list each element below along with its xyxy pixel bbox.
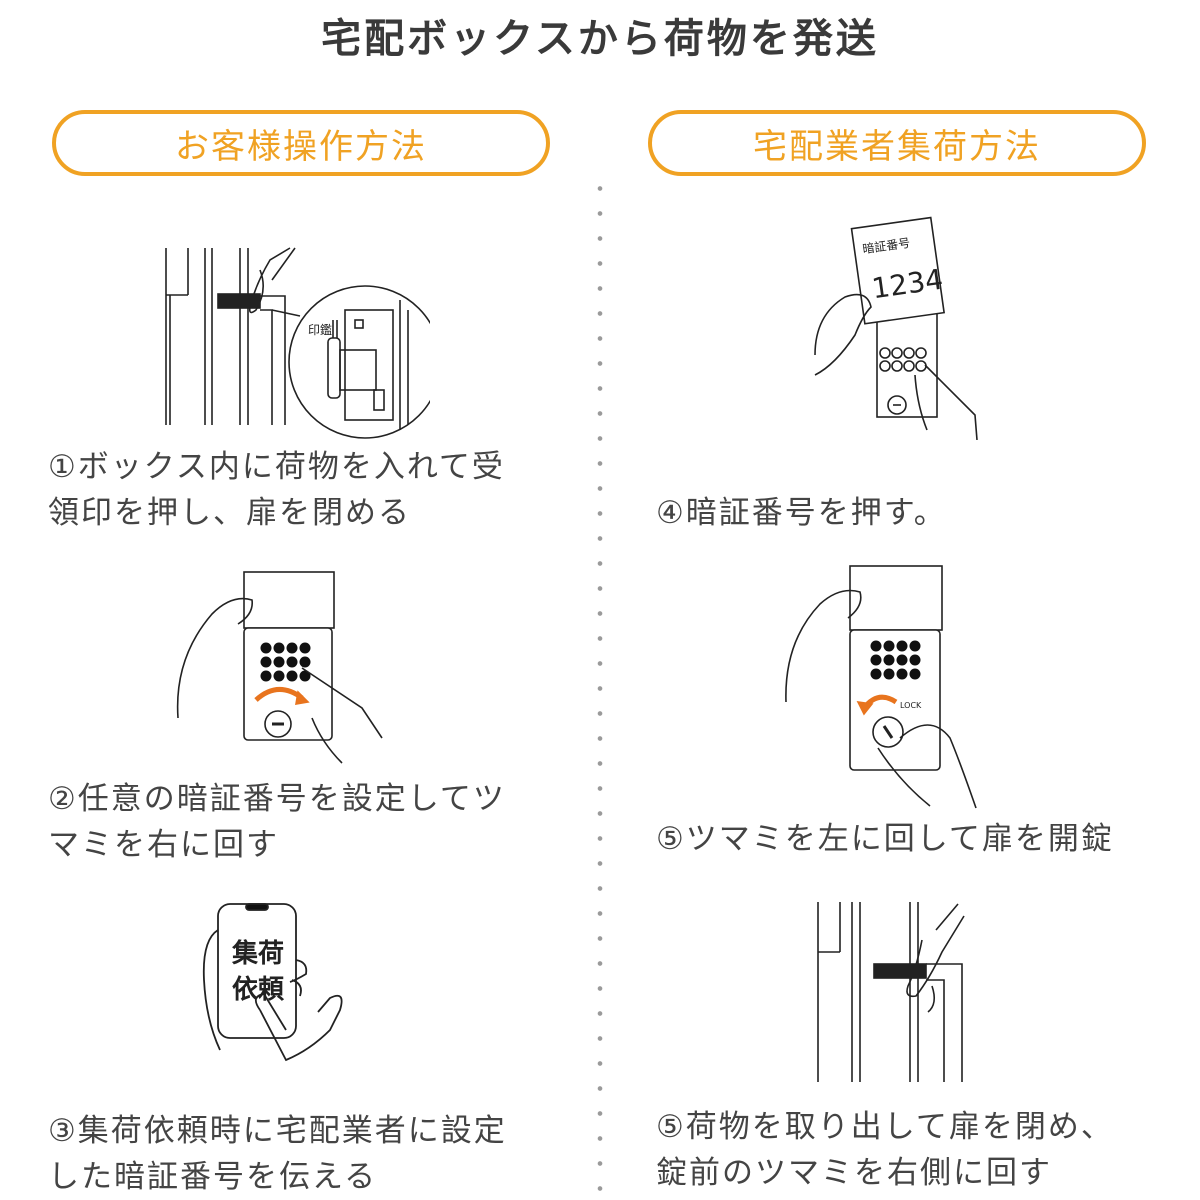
code-card-label: 暗証番号 [861, 235, 911, 257]
customer-heading: お客様操作方法 [52, 110, 550, 176]
step-1-line1: ①ボックス内に荷物を入れて受 [48, 449, 505, 485]
step-3-line2: した暗証番号を伝える [48, 1159, 378, 1195]
step-6-text: ⑤荷物を取り出して扉を閉め、 錠前のツマミを右側に回す [656, 1104, 1114, 1196]
customer-heading-label: お客様操作方法 [175, 126, 427, 167]
page-title: 宅配ボックスから荷物を発送 [321, 16, 879, 62]
step-2-text: ②任意の暗証番号を設定してツ マミを右に回す [48, 776, 506, 868]
stamp-label: 印鑑 [308, 322, 332, 337]
step-4-text: ④暗証番号を押す。 [656, 490, 947, 536]
code-card-illustration: 暗証番号 1234 [805, 215, 985, 440]
phone-illustration: 集荷 依頼 [190, 900, 365, 1085]
step-5-line1: ⑤ツマミを左に回して扉を開錠 [656, 821, 1114, 857]
set-code-illustration [172, 568, 392, 768]
step-3-line1: ③集荷依頼時に宅配業者に設定 [48, 1113, 507, 1149]
step-1-text: ①ボックス内に荷物を入れて受 領印を押し、扉を閉める [48, 444, 505, 536]
stamp-illustration: 印鑑 [160, 240, 430, 440]
step-2-line2: マミを右に回す [48, 827, 279, 863]
step-5-text: ⑤ツマミを左に回して扉を開錠 [656, 816, 1114, 862]
phone-screen-text: 集荷 依頼 [220, 936, 296, 1008]
courier-heading: 宅配業者集荷方法 [648, 110, 1146, 176]
step-1-line2: 領印を押し、扉を閉める [48, 495, 411, 531]
step-2-line1: ②任意の暗証番号を設定してツ [48, 781, 506, 817]
step-3-text: ③集荷依頼時に宅配業者に設定 した暗証番号を伝える [48, 1108, 507, 1200]
lock-label: LOCK [900, 701, 922, 710]
collect-illustration [812, 900, 992, 1090]
step-4-line1: ④暗証番号を押す。 [656, 495, 947, 531]
step-6-line1: ⑤荷物を取り出して扉を閉め、 [656, 1109, 1114, 1145]
unlock-illustration: LOCK [780, 562, 990, 812]
phone-text-line2: 依頼 [231, 975, 284, 1005]
courier-heading-label: 宅配業者集荷方法 [753, 126, 1041, 167]
column-divider [596, 176, 604, 1200]
phone-text-line1: 集荷 [231, 939, 284, 969]
step-6-line2: 錠前のツマミを右側に回す [656, 1155, 1052, 1191]
